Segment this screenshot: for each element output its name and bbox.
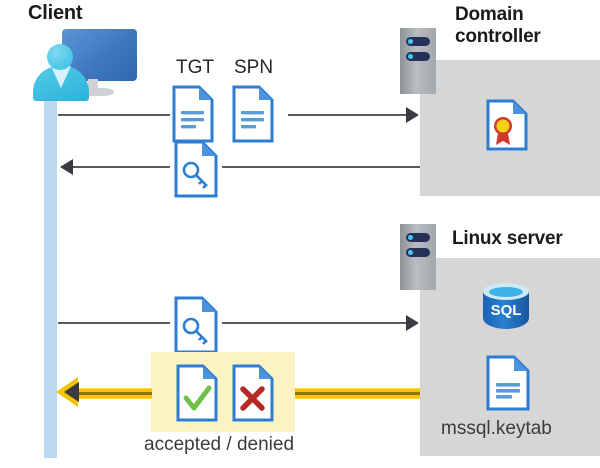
response-line-1-left [73, 166, 170, 168]
domain-controller-title: Domain controller [455, 4, 541, 47]
result-line-right [295, 388, 420, 399]
keytab-document-icon [486, 355, 530, 411]
request-line-2-left [58, 322, 170, 324]
denied-document-icon [232, 364, 274, 422]
sql-database-label: SQL [490, 302, 522, 319]
response-line-1-right [222, 166, 420, 168]
server-led-1-icon [406, 37, 430, 46]
tgt-label: TGT [176, 57, 214, 78]
client-monitor-stand-icon [88, 79, 98, 93]
client-monitor-base-icon [74, 88, 114, 96]
request-line-1-right [288, 114, 410, 116]
client-user-head-icon [47, 44, 73, 70]
result-line-left [72, 388, 152, 399]
server-led-2-icon [406, 248, 430, 257]
request-line-2-right [222, 322, 410, 324]
service-ticket-key-document-icon [174, 296, 218, 354]
certificate-document-icon [486, 99, 528, 151]
request-arrowhead-1 [406, 107, 419, 123]
request-arrowhead-2 [406, 315, 419, 331]
response-arrowhead-1 [60, 159, 73, 175]
accepted-document-icon [176, 364, 218, 422]
linux-server-title: Linux server [452, 228, 563, 249]
client-title: Client [28, 2, 83, 24]
result-arrowhead [64, 382, 79, 402]
sql-database-icon: SQL [483, 283, 529, 337]
linux-server-server-icon [400, 224, 436, 290]
keytab-caption: mssql.keytab [441, 418, 552, 439]
domain-controller-server-icon [400, 28, 436, 94]
spn-document-icon [232, 85, 274, 143]
server-led-2-icon [406, 52, 430, 61]
client-lifeline [44, 73, 57, 458]
tgt-document-icon [172, 85, 214, 143]
spn-label: SPN [234, 57, 274, 78]
server-led-1-icon [406, 233, 430, 242]
accepted-denied-caption: accepted / denied [144, 434, 295, 455]
ticket-key-document-icon [174, 140, 218, 198]
request-line-1-left [58, 114, 170, 116]
